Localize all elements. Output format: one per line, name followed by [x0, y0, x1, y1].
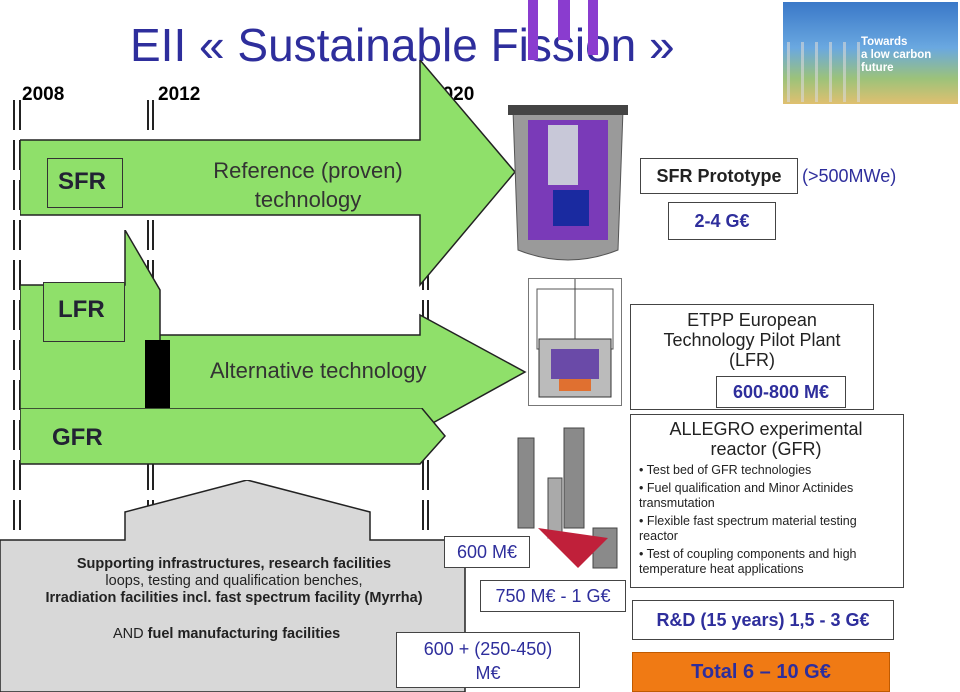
etpp-line: (LFR) [729, 350, 775, 370]
etpp-line: ETPP European [687, 310, 817, 330]
logo-text-line: future [861, 62, 894, 74]
etpp-line: Technology Pilot Plant [663, 330, 841, 350]
lfr-label: LFR [58, 296, 105, 323]
alternative-label: Alternative technology [210, 358, 427, 383]
support-line-1: Supporting infrastructures, research fac… [76, 556, 392, 572]
page-title: EII « Sustainable Fission » [130, 19, 675, 71]
allegro-bullet: • Fuel qualification and Minor Actinides… [639, 481, 854, 510]
sfr-prototype-power: (>500MWe) [802, 166, 897, 186]
fuel-cost-box: 600 + (250-450) M€ [396, 632, 580, 688]
allegro-bullet: • Test bed of GFR technologies [639, 463, 812, 477]
sfr-description: Reference (proven) technology [168, 156, 448, 214]
allegro-title: ALLEGRO experimental reactor (GFR) [630, 419, 902, 459]
allegro-title-line: ALLEGRO experimental [669, 419, 863, 439]
lfr-arrow [20, 230, 527, 432]
sfr-description-line: technology [254, 187, 362, 212]
logo-text-line: Towards [861, 36, 908, 48]
gfr-label: GFR [52, 424, 103, 451]
support-line-4-prefix: AND [113, 626, 148, 642]
fuel-cost-line: M€ [475, 663, 501, 683]
year-2008: 2008 [22, 84, 65, 105]
support-line-2: loops, testing and qualification benches… [105, 573, 363, 589]
lfr-reactor-image [528, 278, 622, 406]
lfr-box [43, 282, 125, 342]
myrrha-cost-box: 750 M€ - 1 G€ [480, 580, 626, 612]
total-box: Total 6 – 10 G€ [632, 652, 890, 692]
sfr-reactor-image [508, 0, 628, 270]
support-line-4: AND fuel manufacturing facilities [113, 626, 340, 642]
support-text: Supporting infrastructures, research fac… [0, 556, 468, 607]
low-carbon-logo: Towards a low carbon future [783, 2, 958, 104]
sfr-box [47, 158, 123, 208]
logo-text-line: a low carbon [861, 49, 932, 61]
gfr-reactor-image [508, 418, 628, 578]
allegro-box [630, 414, 904, 588]
support-cost-box: 600 M€ [444, 536, 530, 568]
etpp-cost: 600-800 M€ [716, 376, 846, 408]
sfr-prototype-cost: 2-4 G€ [668, 202, 776, 240]
support-line-3: Irradiation facilities incl. fast spectr… [45, 590, 423, 606]
rd-box: R&D (15 years) 1,5 - 3 G€ [632, 600, 894, 640]
sfr-description-line: Reference (proven) [213, 158, 403, 183]
allegro-bullets: • Test bed of GFR technologies • Fuel qu… [639, 463, 889, 580]
allegro-title-line: reactor (GFR) [710, 439, 822, 459]
support-line-4-bold: fuel manufacturing facilities [147, 626, 341, 642]
gfr-arrow [20, 408, 446, 465]
support-arrow [0, 480, 466, 692]
allegro-bullet: • Test of coupling components and high t… [639, 547, 857, 576]
sfr-prototype-box: SFR Prototype [640, 158, 798, 194]
allegro-bullet: • Flexible fast spectrum material testin… [639, 514, 857, 543]
sfr-arrow [20, 60, 516, 288]
fuel-cost-line: 600 + (250-450) [423, 639, 553, 659]
year-2012: 2012 [158, 84, 201, 105]
sfr-label: SFR [58, 168, 106, 195]
